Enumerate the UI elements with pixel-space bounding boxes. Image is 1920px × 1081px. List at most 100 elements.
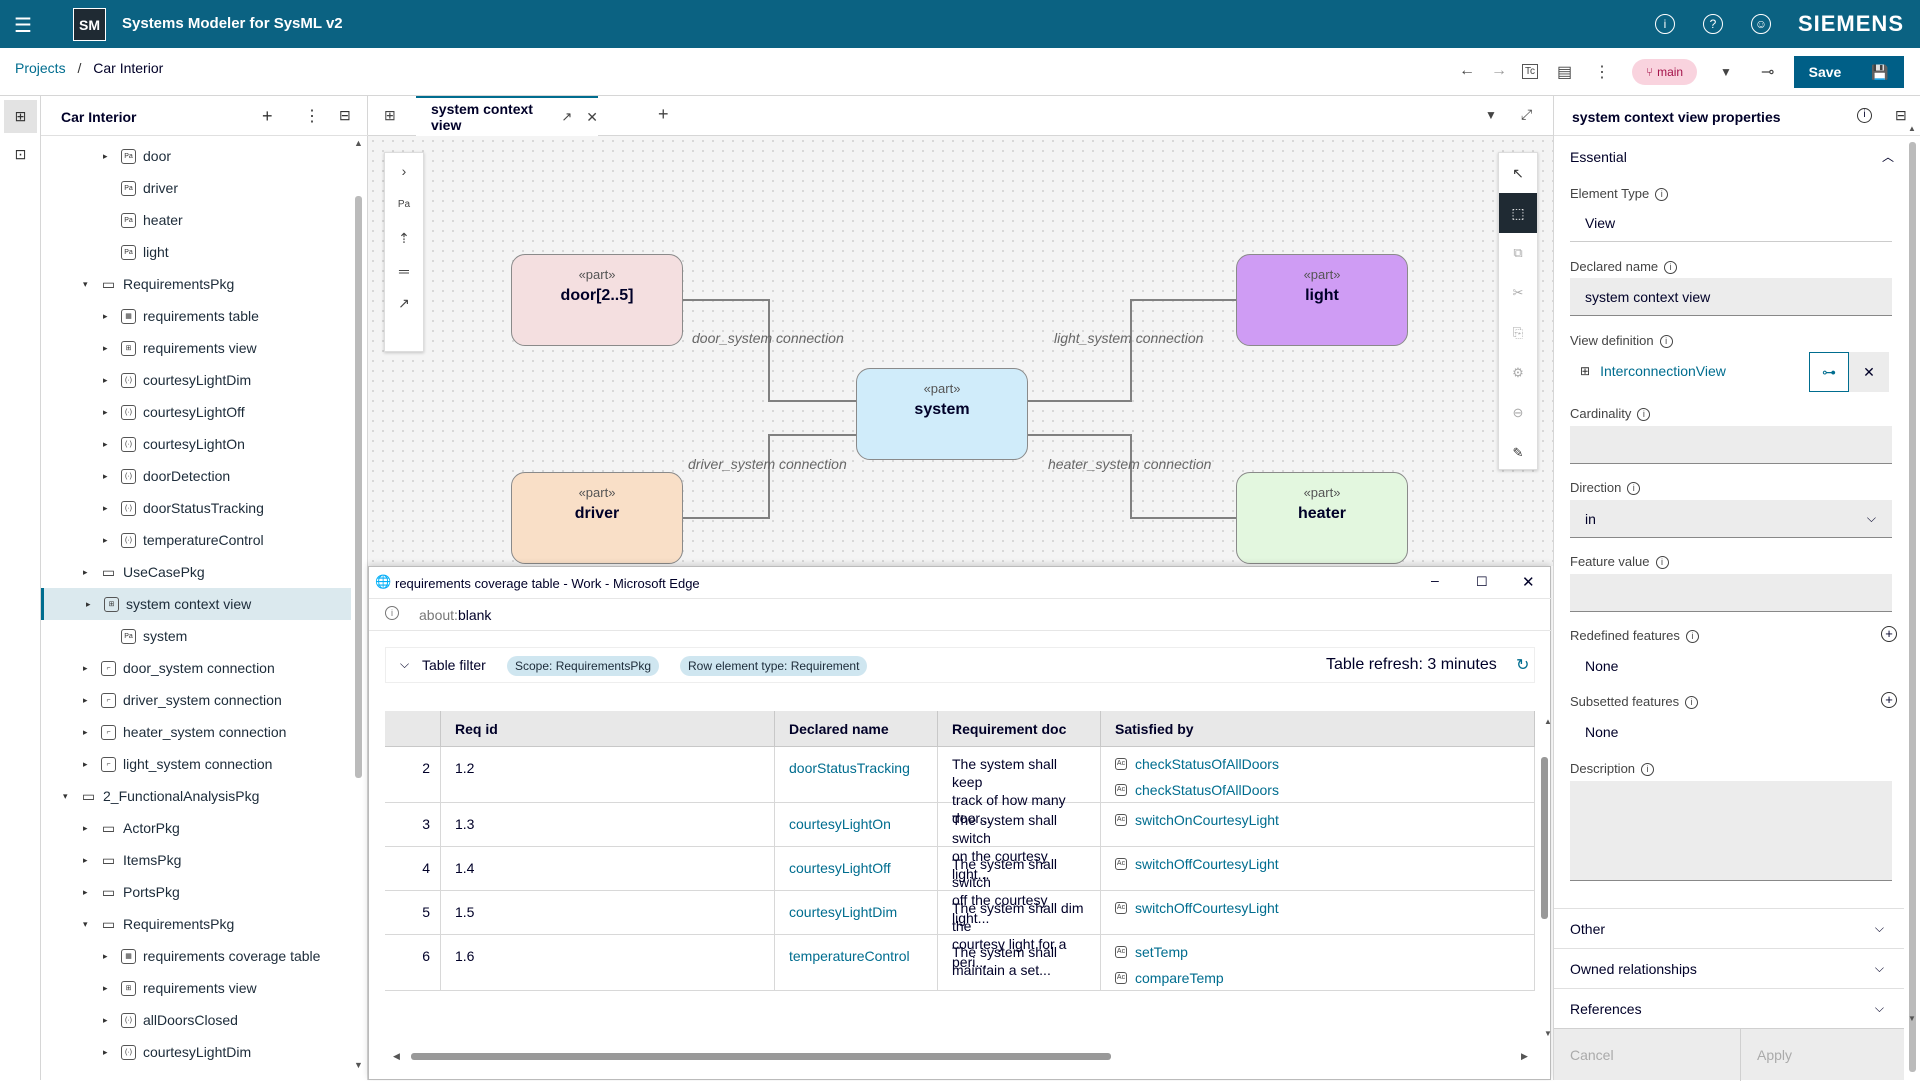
- properties-scroll-up-icon[interactable]: ▲: [1908, 124, 1916, 133]
- tabs-dropdown-icon[interactable]: ▼: [1485, 108, 1497, 122]
- door-connection-label[interactable]: door_system connection: [692, 330, 844, 346]
- table-scroll-down-icon[interactable]: ▼: [1544, 1029, 1552, 1038]
- collapse-properties-icon[interactable]: ⊟: [1895, 107, 1907, 124]
- save-disk-icon[interactable]: 💾: [1856, 56, 1904, 88]
- part-tool-icon[interactable]: Pa: [385, 199, 423, 210]
- view-definition-link[interactable]: InterconnectionView: [1600, 363, 1726, 379]
- heater-connection-label[interactable]: heater_system connection: [1048, 456, 1211, 472]
- declared-name-info-icon[interactable]: i: [1664, 261, 1677, 274]
- redo-icon[interactable]: →: [1491, 62, 1507, 80]
- satisfied-by-link[interactable]: switchOffCourtesyLight: [1135, 855, 1279, 873]
- tab-overview-icon[interactable]: ⊞: [384, 107, 396, 124]
- tree-item[interactable]: ▾▭RequirementsPkg: [41, 908, 351, 940]
- tree-item[interactable]: ▸▦requirements coverage table: [41, 940, 351, 972]
- expand-palette-icon[interactable]: ›: [385, 163, 423, 179]
- explorer-scrollbar[interactable]: [355, 196, 362, 778]
- tree-toggle-icon[interactable]: ▸: [103, 343, 108, 354]
- select-view-definition-icon[interactable]: ⊶: [1809, 352, 1849, 392]
- tree-toggle-icon[interactable]: ▸: [86, 599, 91, 610]
- essential-collapse-chevron-icon[interactable]: ︿: [1882, 148, 1894, 165]
- table-scroll-up-icon[interactable]: ▲: [1544, 717, 1552, 726]
- port-tool-icon[interactable]: ⇡: [385, 230, 423, 247]
- add-tab-icon[interactable]: +: [658, 104, 669, 125]
- scroll-up-arrow-icon[interactable]: ▲: [354, 138, 363, 148]
- tree-item[interactable]: ▸⊞requirements view: [41, 332, 351, 364]
- declared-name-link[interactable]: courtesyLightOn: [789, 816, 891, 832]
- table-scroll-left-icon[interactable]: ◀: [393, 1051, 400, 1062]
- model-tree-icon[interactable]: ⊞: [4, 100, 37, 133]
- expand-icon[interactable]: ⤢: [1521, 106, 1532, 123]
- remove-icon[interactable]: ⊖: [1499, 393, 1537, 433]
- redefined-features-info-icon[interactable]: i: [1686, 630, 1699, 643]
- cancel-button[interactable]: Cancel: [1570, 1047, 1614, 1063]
- column-header-requirement-doc[interactable]: Requirement doc: [938, 711, 1101, 747]
- direction-select[interactable]: in ⌵: [1570, 500, 1892, 538]
- open-external-icon[interactable]: ↗: [561, 109, 572, 125]
- table-filter-label[interactable]: Table filter: [422, 657, 486, 673]
- tree-toggle-icon[interactable]: ▸: [83, 663, 88, 674]
- tree-toggle-icon[interactable]: ▸: [103, 311, 108, 322]
- other-section[interactable]: Other⌵: [1554, 908, 1904, 948]
- element-type-info-icon[interactable]: i: [1655, 188, 1668, 201]
- tree-item[interactable]: ▸▭UseCasePkg: [41, 556, 351, 588]
- tree-toggle-icon[interactable]: ▸: [103, 407, 108, 418]
- satisfied-by-link[interactable]: checkStatusOfAllDoors: [1135, 755, 1279, 773]
- select-pointer-icon[interactable]: ↖: [1499, 153, 1537, 193]
- tree-toggle-icon[interactable]: ▸: [83, 887, 88, 898]
- tree-toggle-icon[interactable]: ▸: [83, 567, 88, 578]
- table-row[interactable]: 31.3courtesyLightOnThe system shall swit…: [385, 803, 1535, 847]
- tree-toggle-icon[interactable]: ▸: [103, 1015, 108, 1026]
- properties-scrollbar[interactable]: [1909, 142, 1916, 1072]
- tree-toggle-icon[interactable]: ▸: [103, 471, 108, 482]
- branch-dropdown-chevron-icon[interactable]: ▼: [1720, 65, 1732, 79]
- tree-toggle-icon[interactable]: ▸: [83, 855, 88, 866]
- tree-item[interactable]: ▸⌐driver_system connection: [41, 684, 351, 716]
- declared-name-link[interactable]: doorStatusTracking: [789, 760, 910, 776]
- apply-button[interactable]: Apply: [1757, 1047, 1792, 1063]
- tree-toggle-icon[interactable]: ▾: [83, 919, 88, 930]
- references-section[interactable]: References⌵: [1554, 988, 1904, 1028]
- driver-connection-label[interactable]: driver_system connection: [688, 456, 847, 472]
- tree-item[interactable]: ▸Padoor: [41, 140, 351, 172]
- subsetted-features-info-icon[interactable]: i: [1685, 696, 1698, 709]
- tree-toggle-icon[interactable]: ▸: [103, 983, 108, 994]
- table-vertical-scrollbar[interactable]: [1541, 757, 1548, 919]
- save-button[interactable]: Save: [1794, 56, 1856, 88]
- add-redefined-feature-icon[interactable]: +: [1881, 626, 1897, 642]
- column-header-satisfied-by[interactable]: Satisfied by: [1101, 711, 1535, 747]
- table-row[interactable]: 51.5courtesyLightDimThe system shall dim…: [385, 891, 1535, 935]
- table-row[interactable]: 41.4courtesyLightOffThe system shall swi…: [385, 847, 1535, 891]
- page-info-icon[interactable]: i: [385, 606, 399, 620]
- minimize-icon[interactable]: –: [1431, 572, 1439, 588]
- description-info-icon[interactable]: i: [1641, 763, 1654, 776]
- close-window-icon[interactable]: ✕: [1522, 573, 1535, 591]
- tree-item[interactable]: ▸(·)courtesyLightOn: [41, 428, 351, 460]
- tree-item[interactable]: ▸(·)courtesyLightOff: [41, 396, 351, 428]
- cardinality-input[interactable]: [1570, 426, 1892, 464]
- collapse-panel-icon[interactable]: ⊟: [339, 107, 351, 124]
- part-driver[interactable]: «part» driver: [511, 472, 683, 564]
- settings-gear-icon[interactable]: ⚙: [1499, 353, 1537, 393]
- table-horizontal-scrollbar[interactable]: [411, 1053, 1111, 1060]
- table-row[interactable]: 61.6temperatureControlThe system shallma…: [385, 935, 1535, 991]
- tree-item[interactable]: Padriver: [41, 172, 351, 204]
- properties-info-icon[interactable]: i: [1857, 108, 1872, 123]
- declared-name-link[interactable]: courtesyLightDim: [789, 904, 897, 920]
- cardinality-info-icon[interactable]: i: [1637, 408, 1650, 421]
- tree-item[interactable]: Paheater: [41, 204, 351, 236]
- tree-item[interactable]: ▸(·)doorDetection: [41, 460, 351, 492]
- branch-selector[interactable]: ⑂ main: [1632, 59, 1697, 85]
- scope-chip[interactable]: Scope: RequirementsPkg: [507, 656, 659, 676]
- diagram-canvas[interactable]: › Pa ⇡ ═ ↗ «part» door[2..5] «part» ligh…: [368, 136, 1553, 566]
- info-icon[interactable]: i: [1655, 14, 1675, 34]
- more-options-icon[interactable]: ⋮: [1594, 62, 1610, 82]
- part-system[interactable]: «part» system: [856, 368, 1028, 460]
- tree-toggle-icon[interactable]: ▸: [83, 727, 88, 738]
- tree-toggle-icon[interactable]: ▸: [103, 535, 108, 546]
- tree-toggle-icon[interactable]: ▾: [83, 279, 88, 290]
- satisfied-by-link[interactable]: switchOnCourtesyLight: [1135, 811, 1279, 829]
- tree-toggle-icon[interactable]: ▸: [103, 1047, 108, 1058]
- tree-item[interactable]: Pasystem: [41, 620, 351, 652]
- owned-relationships-section[interactable]: Owned relationships⌵: [1554, 948, 1904, 988]
- tree-toggle-icon[interactable]: ▾: [63, 791, 68, 802]
